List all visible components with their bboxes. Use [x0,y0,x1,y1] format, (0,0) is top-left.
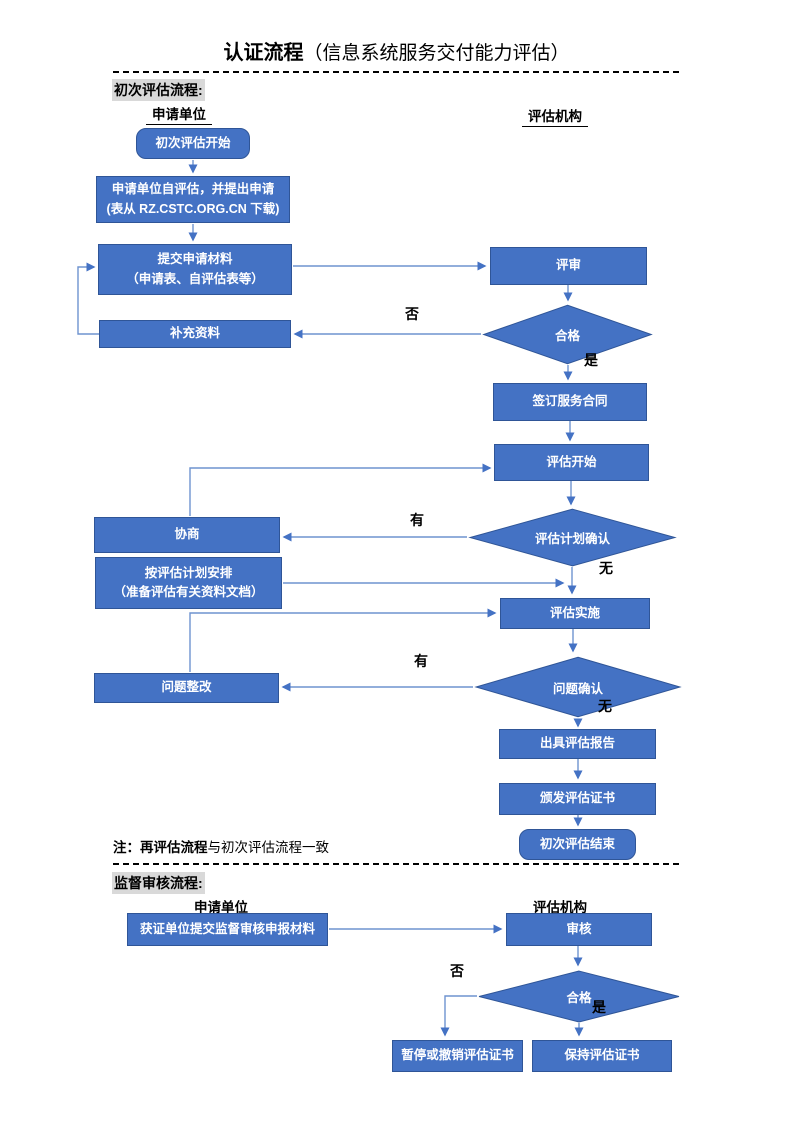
node-end-label: 初次评估结束 [539,836,615,851]
node-assess-start-label: 评估开始 [546,454,597,469]
node-sign-contract: 签订服务合同 [493,383,647,421]
node-end: 初次评估结束 [519,829,636,860]
node-sign-contract-label: 签订服务合同 [532,394,608,409]
node-review: 评审 [490,247,647,285]
node-supplement-label: 补充资料 [169,326,220,341]
branch-label-none2: 无 [598,698,612,714]
note-bold-part: 注：再评估流程 [113,840,208,855]
node-self-assess-line2: (表从 RZ.CSTC.ORG.CN 下载) [106,201,280,216]
node-suspend-certificate-label: 暂停或撤销评估证书 [401,1048,514,1063]
node-issue-confirm-label: 问题确认 [552,681,603,696]
page-title: 认证流程（信息系统服务交付能力评估） [0,36,793,65]
page-title-main: 认证流程 [223,42,304,64]
node-plan-arrange: 按评估计划安排 （准备评估有关资料文档） [95,557,282,609]
node-assess-start: 评估开始 [494,444,649,481]
node-plan-arrange-line2: （准备评估有关资料文档） [113,585,264,599]
node-issue-confirm-diamond: 问题确认 [474,656,682,718]
note-rest-part: 与初次评估流程一致 [207,840,330,855]
branch-label-has1: 有 [410,512,424,528]
node-submit-materials-line2: （申请表、自评估表等） [126,271,264,286]
section2-heading: 监督审核流程: [112,872,205,894]
node-audit-label: 审核 [566,921,592,936]
node-supervision-submit-label: 获证单位提交监督审核申报材料 [139,921,315,936]
node-implement-label: 评估实施 [549,605,600,620]
node-start-label: 初次评估开始 [155,135,231,150]
node-supplement: 补充资料 [99,320,291,348]
node-plan-arrange-line1: 按评估计划安排 [144,565,233,580]
node-audit-qualified-label: 合格 [566,991,592,1005]
node-certificate: 颁发评估证书 [499,783,656,815]
node-plan-confirm-diamond: 评估计划确认 [468,508,677,567]
node-report: 出具评估报告 [499,729,656,759]
branch-label-yes: 是 [584,352,598,368]
node-supervision-submit: 获证单位提交监督审核申报材料 [127,913,328,946]
dashed-divider-top [113,71,679,73]
node-submit-materials-line1: 提交申请材料 [157,252,233,267]
branch-label-has2: 有 [414,653,428,669]
node-start: 初次评估开始 [136,128,250,159]
node-rectify: 问题整改 [94,673,279,703]
node-negotiate: 协商 [94,517,280,553]
node-review-label: 评审 [555,258,581,273]
branch2-label-no: 否 [450,963,464,979]
page-title-sub: （信息系统服务交付能力评估） [303,43,570,64]
node-report-label: 出具评估报告 [539,736,615,751]
section1-column-assessor: 评估机构 [522,105,588,127]
section1-column-applicant: 申请单位 [146,103,212,125]
branch-label-none1: 无 [599,560,613,576]
note-reassessment: 注：再评估流程与初次评估流程一致 [113,836,329,856]
section1-heading: 初次评估流程: [112,79,205,101]
node-plan-confirm-label: 评估计划确认 [534,532,610,546]
node-qualified-diamond: 合格 [482,304,653,365]
node-implement: 评估实施 [500,598,650,629]
node-qualified-label: 合格 [554,329,580,343]
node-audit-qualified-diamond: 合格 [477,970,681,1023]
node-keep-certificate-label: 保持评估证书 [564,1048,640,1063]
node-certificate-label: 颁发评估证书 [539,791,615,806]
node-submit-materials: 提交申请材料 （申请表、自评估表等） [98,244,292,295]
node-self-assess-line1: 申请单位自评估，并提出申请 [111,182,275,197]
node-suspend-certificate: 暂停或撤销评估证书 [392,1040,523,1072]
node-keep-certificate: 保持评估证书 [532,1040,672,1072]
node-negotiate-label: 协商 [174,527,200,542]
branch2-label-yes: 是 [592,999,606,1015]
node-audit: 审核 [506,913,652,946]
dashed-divider-bottom [113,863,679,865]
branch-label-no: 否 [405,306,419,322]
node-rectify-label: 问题整改 [161,680,212,695]
node-self-assess: 申请单位自评估，并提出申请 (表从 RZ.CSTC.ORG.CN 下载) [96,176,290,223]
